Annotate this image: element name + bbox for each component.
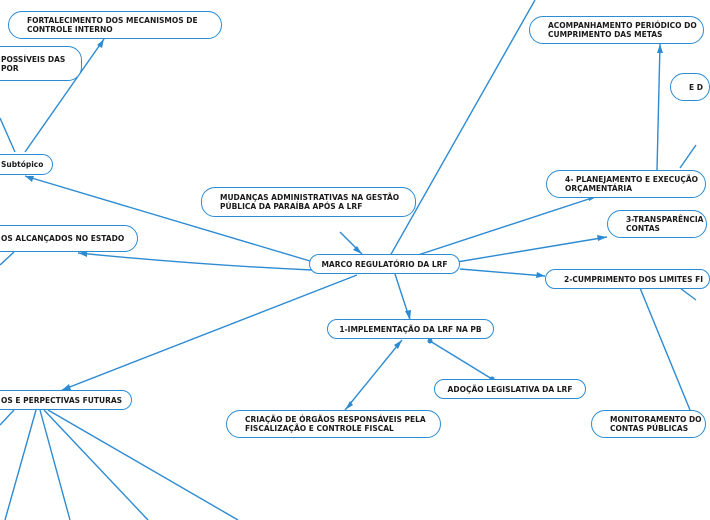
arrowhead xyxy=(657,44,663,53)
edge-perspectivas-child-4 xyxy=(43,409,149,520)
edge-implementacao-criacao xyxy=(344,339,403,411)
edge-central-top xyxy=(389,0,536,257)
node-cumprimento[interactable]: 2-CUMPRIMENTO DOS LIMITES FI xyxy=(545,269,710,289)
edge-perspectivas-child-5 xyxy=(47,409,239,520)
edge-alcancados-left xyxy=(0,251,15,266)
arrowhead xyxy=(62,384,71,390)
node-alcancados[interactable]: OS ALCANÇADOS NO ESTADO xyxy=(0,225,138,252)
edge-implementacao-adocao xyxy=(429,340,493,380)
node-right-partial[interactable]: E D xyxy=(670,73,710,101)
edge-subtopico-fortalecimento xyxy=(24,38,105,153)
edge-subtopico-possiveis xyxy=(0,117,16,153)
node-criacao[interactable]: CRIAÇÃO DE ÓRGÃOS RESPONSÁVEIS PELA FISC… xyxy=(226,410,441,438)
arrowhead xyxy=(353,246,362,254)
arrowhead xyxy=(345,401,353,410)
edge-central-transparencia xyxy=(456,236,608,263)
arrowhead xyxy=(25,176,34,182)
node-perspectivas[interactable]: OS E PERPECTIVAS FUTURAS xyxy=(0,390,132,410)
edge-central-alcancados xyxy=(77,252,313,271)
node-planejamento[interactable]: 4- PLANEJAMENTO E EXECUÇÃO ORÇAMENTÁRIA xyxy=(546,170,706,198)
edge-perspectivas-child-2 xyxy=(4,409,37,520)
arrowhead xyxy=(78,251,87,257)
edge-perspectivas-child-1 xyxy=(0,409,15,426)
edge-perspectivas-child-3 xyxy=(39,409,71,520)
node-acompanhamento[interactable]: ACOMPANHAMENTO PERIÓDICO DO CUMPRIMENTO … xyxy=(529,16,704,44)
connector-dot xyxy=(427,338,433,344)
node-possiveis[interactable]: POSSÍVEIS DAS POR xyxy=(0,46,82,81)
arrowhead xyxy=(597,235,607,241)
edge-cumprimento-monitoramento xyxy=(639,287,691,411)
edge-central-cumprimento xyxy=(459,268,546,277)
node-monitoramento[interactable]: MONITORAMENTO DO CONTAS PÚBLICAS xyxy=(591,410,706,438)
node-transparencia[interactable]: 3-TRANSPARÊNCIA CONTAS xyxy=(607,210,707,238)
edge-planejamento-right xyxy=(679,144,697,169)
node-central[interactable]: MARCO REGULATÓRIO DA LRF xyxy=(309,254,460,274)
node-subtopico[interactable]: Subtópico xyxy=(0,154,53,175)
edge-planejamento-acompanhamento xyxy=(656,43,661,171)
edge-central-perspectivas xyxy=(61,274,358,391)
arrowhead xyxy=(536,272,545,278)
arrowhead xyxy=(394,340,402,349)
node-adocao[interactable]: ADOÇÃO LEGISLATIVA DA LRF xyxy=(434,379,586,399)
node-fortalecimento[interactable]: FORTALECIMENTO DOS MECANISMOS DE CONTROL… xyxy=(8,11,222,39)
edge-central-subtopico xyxy=(24,175,311,262)
edge-cumprimento-right xyxy=(679,287,697,301)
edge-central-planejamento xyxy=(417,195,599,256)
arrowhead xyxy=(405,310,411,320)
node-implementacao[interactable]: 1-IMPLEMENTAÇÃO DA LRF NA PB xyxy=(327,319,494,339)
arrowhead xyxy=(97,39,104,48)
node-mudancas[interactable]: MUDANÇAS ADMINISTRATIVAS NA GESTÃO PÚBLI… xyxy=(201,187,416,217)
